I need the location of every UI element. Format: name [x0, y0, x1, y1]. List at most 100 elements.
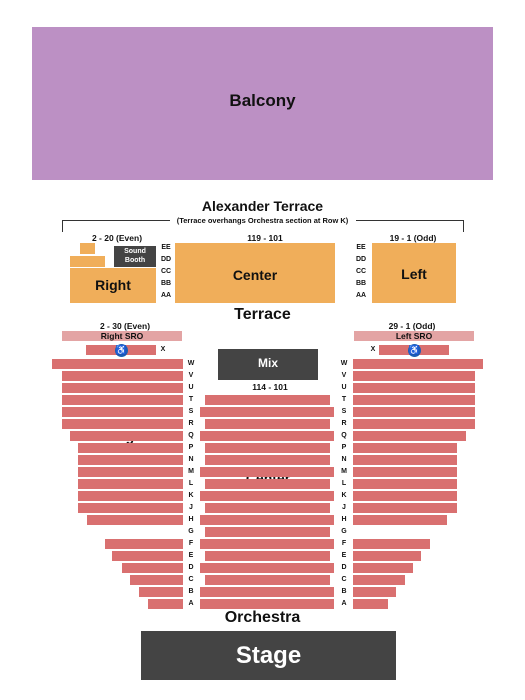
sound-booth: Sound Booth — [114, 246, 156, 267]
orchestra-center-row[interactable] — [205, 575, 330, 585]
stage-label: Stage — [235, 642, 302, 669]
orchestra-row-label-right-aisle: M — [341, 468, 347, 475]
orchestra-row-label-left-aisle: E — [188, 552, 194, 559]
terrace-row-label-left: BB — [160, 280, 172, 287]
orchestra-row-label-right-aisle: T — [341, 396, 347, 403]
orchestra-row-label-left-aisle: D — [188, 564, 194, 571]
orchestra-center-row[interactable] — [205, 395, 330, 405]
orchestra-right-row[interactable] — [62, 371, 183, 381]
orchestra-right-row[interactable] — [122, 563, 183, 573]
orchestra-row-label-right-aisle: L — [341, 480, 347, 487]
orchestra-left-row[interactable] — [353, 587, 396, 597]
bracket-line-right — [356, 220, 464, 221]
orchestra-row-label-left-aisle: G — [188, 528, 194, 535]
orchestra-right-row[interactable] — [78, 467, 183, 477]
orchestra-right-row[interactable] — [78, 455, 183, 465]
orchestra-left-row[interactable] — [353, 479, 457, 489]
orchestra-row-label-right-aisle: S — [341, 408, 347, 415]
orchestra-left-row[interactable] — [353, 455, 457, 465]
terrace-left-seat-block[interactable] — [372, 243, 456, 303]
orchestra-center-row[interactable] — [200, 515, 334, 525]
orchestra-row-label-left-aisle: L — [188, 480, 194, 487]
right-sro-range: 2 - 30 (Even) — [99, 321, 151, 331]
orchestra-right-row[interactable] — [62, 407, 183, 417]
orchestra-center-row[interactable] — [200, 563, 334, 573]
orchestra-center-row[interactable] — [205, 419, 330, 429]
row-label-x-left: X — [370, 346, 376, 353]
orchestra-left-row[interactable] — [353, 383, 475, 393]
orchestra-center-row[interactable] — [200, 491, 334, 501]
orchestra-left-row[interactable] — [353, 395, 475, 405]
orchestra-right-row[interactable] — [70, 431, 183, 441]
bracket-tick-right — [463, 220, 464, 232]
orchestra-row-label-left-aisle: M — [188, 468, 194, 475]
mix-position: Mix — [218, 349, 318, 380]
orchestra-center-row[interactable] — [200, 599, 334, 609]
terrace-center-seat-block[interactable] — [175, 243, 335, 303]
orchestra-row-label-right-aisle: N — [341, 456, 347, 463]
orchestra-row-label-right-aisle: R — [341, 420, 347, 427]
orchestra-right-row[interactable] — [130, 575, 183, 585]
orchestra-center-row[interactable] — [200, 539, 334, 549]
orchestra-right-row[interactable] — [78, 491, 183, 501]
terrace-right-seat-block[interactable] — [80, 243, 95, 254]
terrace-row-label-left: EE — [161, 244, 171, 251]
terrace-left-range: 19 - 1 (Odd) — [389, 233, 437, 243]
orchestra-left-row[interactable] — [353, 503, 457, 513]
orchestra-left-row[interactable] — [353, 371, 475, 381]
orchestra-row-label-left-aisle: U — [188, 384, 194, 391]
orchestra-row-label-right-aisle: V — [341, 372, 347, 379]
orchestra-center-row[interactable] — [205, 455, 330, 465]
terrace-right-seat-block[interactable] — [70, 268, 156, 303]
row-label-x-right: X — [160, 346, 166, 353]
orchestra-left-row[interactable] — [353, 443, 457, 453]
orchestra-left-row[interactable] — [353, 359, 483, 369]
orchestra-row-label-right-aisle: Q — [341, 432, 347, 439]
orchestra-right-row[interactable] — [78, 479, 183, 489]
terrace-center-range: 119 - 101 — [247, 233, 283, 243]
orchestra-row-label-left-aisle: N — [188, 456, 194, 463]
orchestra-right-row[interactable] — [112, 551, 183, 561]
orchestra-center-row[interactable] — [205, 479, 330, 489]
orchestra-left-row[interactable] — [353, 515, 447, 525]
right-sro[interactable]: Right SRO — [62, 331, 182, 341]
orchestra-right-row[interactable] — [78, 503, 183, 513]
terrace-row-label-right: CC — [355, 268, 367, 275]
orchestra-center-row[interactable] — [200, 431, 334, 441]
orchestra-right-row[interactable] — [139, 587, 183, 597]
orchestra-right-row[interactable] — [78, 443, 183, 453]
orchestra-left-row[interactable] — [353, 563, 413, 573]
orchestra-left-row[interactable] — [353, 539, 430, 549]
left-sro[interactable]: Left SRO — [354, 331, 474, 341]
orchestra-center-row[interactable] — [205, 551, 330, 561]
orchestra-center-row[interactable] — [205, 527, 330, 537]
orchestra-right-row[interactable] — [105, 539, 183, 549]
orchestra-left-row[interactable] — [353, 407, 475, 417]
orchestra-center-row[interactable] — [205, 503, 330, 513]
orchestra-center-row[interactable] — [200, 587, 334, 597]
orchestra-left-row[interactable] — [353, 599, 388, 609]
orchestra-left-row[interactable] — [353, 575, 405, 585]
orchestra-right-row[interactable] — [62, 383, 183, 393]
orchestra-right-row[interactable] — [148, 599, 183, 609]
bracket-tick-left — [62, 220, 63, 232]
orchestra-right-row[interactable] — [62, 395, 183, 405]
left-sro-range: 29 - 1 (Odd) — [388, 321, 436, 331]
orchestra-row-label-right-aisle: G — [341, 528, 347, 535]
orchestra-row-label-right-aisle: C — [341, 576, 347, 583]
orchestra-row-label-left-aisle: H — [188, 516, 194, 523]
orchestra-title: Orchestra — [224, 609, 301, 626]
orchestra-center-row[interactable] — [200, 467, 334, 477]
orchestra-left-row[interactable] — [353, 431, 466, 441]
orchestra-right-row[interactable] — [62, 419, 183, 429]
orchestra-center-row[interactable] — [205, 443, 330, 453]
balcony-section[interactable]: Balcony — [32, 27, 493, 180]
orchestra-left-row[interactable] — [353, 491, 457, 501]
orchestra-left-row[interactable] — [353, 419, 475, 429]
orchestra-right-row[interactable] — [87, 515, 183, 525]
orchestra-left-row[interactable] — [353, 551, 421, 561]
orchestra-left-row[interactable] — [353, 467, 457, 477]
orchestra-center-row[interactable] — [200, 407, 334, 417]
orchestra-right-row[interactable] — [52, 359, 183, 369]
terrace-right-seat-block[interactable] — [70, 256, 105, 267]
